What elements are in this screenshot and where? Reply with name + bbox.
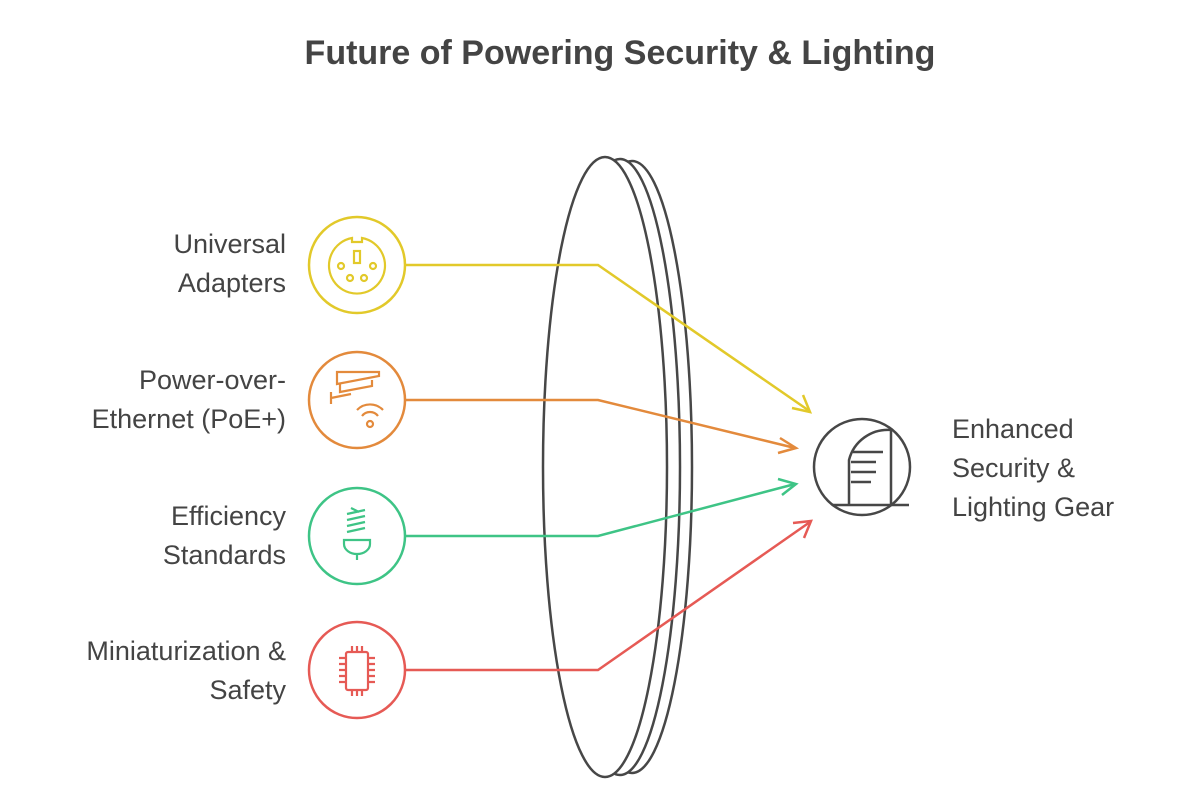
connector-arrow-miniaturization bbox=[405, 520, 811, 672]
led-bulb-icon bbox=[342, 507, 372, 560]
building-icon bbox=[833, 428, 909, 507]
microchip-icon bbox=[339, 646, 375, 696]
connector-port-icon bbox=[327, 236, 387, 295]
efficiency-circle bbox=[307, 486, 407, 586]
output-circle bbox=[812, 417, 912, 517]
connector-arrow-efficiency bbox=[405, 482, 796, 538]
security-camera-wifi-icon bbox=[329, 370, 384, 429]
poe-circle bbox=[307, 350, 407, 450]
label-miniaturization-safety: Miniaturization &Safety bbox=[86, 636, 286, 705]
connector-arrow-poe bbox=[405, 398, 796, 450]
connector-arrow-adapters bbox=[405, 263, 809, 412]
page-title: Future of Powering Security & Lighting bbox=[305, 34, 936, 72]
label-output: Enhanced Security & Lighting Gear bbox=[952, 414, 1114, 522]
lens-shape bbox=[541, 155, 694, 779]
label-poe: Power-over-Ethernet (PoE+) bbox=[92, 365, 286, 434]
adapters-circle bbox=[307, 215, 407, 315]
miniaturization-circle bbox=[307, 620, 407, 720]
